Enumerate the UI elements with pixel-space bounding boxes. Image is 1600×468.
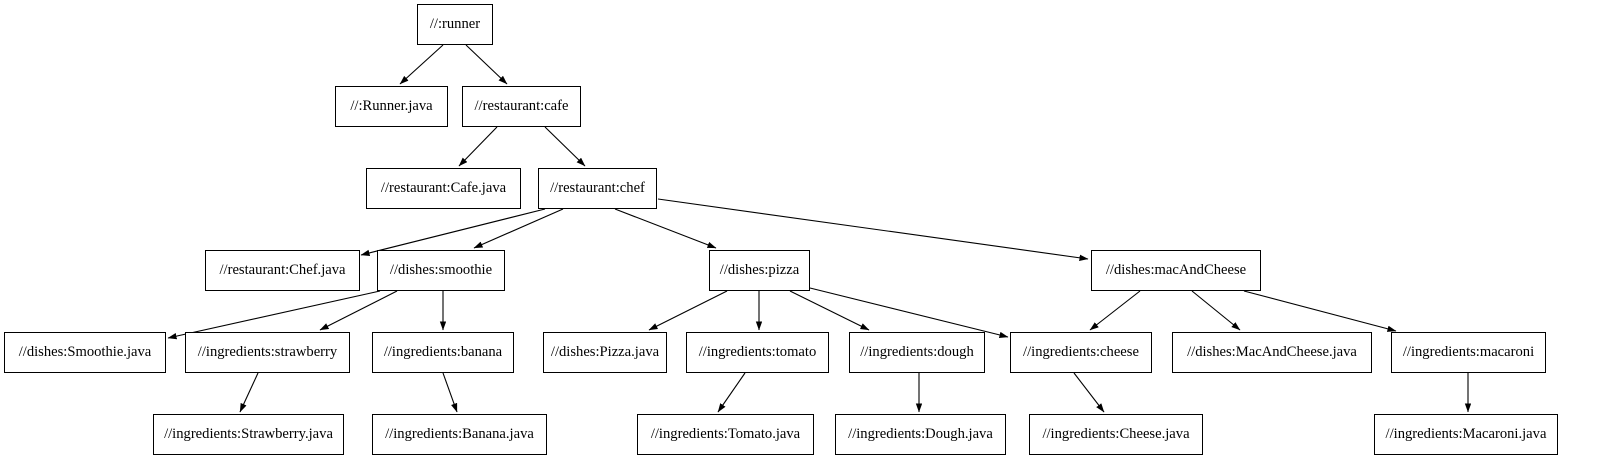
graph-node-label: //restaurant:Cafe.java: [380, 180, 507, 197]
graph-node-label: //ingredients:Strawberry.java: [164, 426, 333, 443]
graph-node-ing_tomato[interactable]: //ingredients:tomato: [686, 332, 829, 373]
graph-node-label: //restaurant:cafe: [474, 98, 569, 115]
graph-node-label: //ingredients:dough: [860, 344, 974, 361]
graph-node-runner_java[interactable]: //:Runner.java: [335, 86, 448, 127]
graph-edge-runner-to-restaurant_cafe: [465, 44, 508, 85]
graph-node-label: //ingredients:Banana.java: [385, 426, 534, 443]
graph-node-label: //restaurant:chef: [550, 180, 645, 197]
graph-edge-dishes_mac-to-mac_java: [1191, 290, 1241, 331]
graph-node-cafe_java[interactable]: //restaurant:Cafe.java: [366, 168, 521, 209]
graph-node-label: //restaurant:Chef.java: [219, 262, 346, 279]
graph-edge-dishes_pizza-to-ing_cheese: [809, 287, 1009, 339]
graph-edge-runner-to-runner_java: [399, 44, 444, 85]
graph-edge-restaurant_cafe-to-cafe_java: [458, 126, 498, 167]
graph-node-label: //dishes:Pizza.java: [550, 344, 660, 361]
graph-edge-dishes_mac-to-ing_macaroni: [1243, 290, 1397, 332]
graph-node-label: //:runner: [429, 16, 481, 33]
graph-edge-restaurant_chef-to-chef_java: [360, 208, 546, 257]
graph-node-ing_macaroni[interactable]: //ingredients:macaroni: [1391, 332, 1546, 373]
graph-node-label: //ingredients:Macaroni.java: [1385, 426, 1547, 443]
graph-node-ing_cheese[interactable]: //ingredients:cheese: [1010, 332, 1152, 373]
graph-node-label: //ingredients:cheese: [1023, 344, 1139, 361]
graph-edge-restaurant_chef-to-dishes_pizza: [614, 208, 717, 249]
graph-node-label: //ingredients:strawberry: [197, 344, 338, 361]
graph-node-label: //dishes:MacAndCheese.java: [1187, 344, 1357, 361]
graph-node-label: //ingredients:macaroni: [1402, 344, 1535, 361]
graph-edge-dishes_smoothie-to-smoothie_java: [167, 290, 381, 340]
graph-node-tomato_java[interactable]: //ingredients:Tomato.java: [637, 414, 814, 455]
graph-edge-ing_strawberry-to-strawberry_java: [239, 372, 259, 413]
graph-node-dishes_mac[interactable]: //dishes:macAndCheese: [1091, 250, 1261, 291]
graph-node-strawberry_java[interactable]: //ingredients:Strawberry.java: [153, 414, 344, 455]
graph-node-ing_strawberry[interactable]: //ingredients:strawberry: [185, 332, 350, 373]
graph-node-label: //dishes:pizza: [719, 262, 800, 279]
graph-node-label: //ingredients:tomato: [698, 344, 817, 361]
graph-node-dishes_pizza[interactable]: //dishes:pizza: [709, 250, 810, 291]
graph-node-runner[interactable]: //:runner: [417, 4, 493, 45]
graph-node-macaroni_java[interactable]: //ingredients:Macaroni.java: [1374, 414, 1558, 455]
graph-node-ing_banana[interactable]: //ingredients:banana: [372, 332, 514, 373]
graph-edge-restaurant_cafe-to-restaurant_chef: [544, 126, 586, 167]
graph-edge-dishes_pizza-to-pizza_java: [648, 290, 728, 331]
graph-node-restaurant_cafe[interactable]: //restaurant:cafe: [462, 86, 581, 127]
graph-node-banana_java[interactable]: //ingredients:Banana.java: [372, 414, 547, 455]
graph-node-dough_java[interactable]: //ingredients:Dough.java: [835, 414, 1006, 455]
graph-node-restaurant_chef[interactable]: //restaurant:chef: [538, 168, 657, 209]
graph-node-ing_dough[interactable]: //ingredients:dough: [849, 332, 985, 373]
graph-node-label: //ingredients:Cheese.java: [1042, 426, 1190, 443]
graph-node-label: //ingredients:Dough.java: [848, 426, 993, 443]
graph-node-label: //:Runner.java: [350, 98, 433, 115]
graph-node-mac_java[interactable]: //dishes:MacAndCheese.java: [1172, 332, 1372, 373]
graph-node-pizza_java[interactable]: //dishes:Pizza.java: [543, 332, 667, 373]
graph-edge-ing_tomato-to-tomato_java: [717, 372, 746, 413]
graph-node-cheese_java[interactable]: //ingredients:Cheese.java: [1029, 414, 1203, 455]
graph-edge-restaurant_chef-to-dishes_smoothie: [473, 208, 564, 249]
graph-node-chef_java[interactable]: //restaurant:Chef.java: [205, 250, 360, 291]
graph-node-label: //dishes:macAndCheese: [1105, 262, 1247, 279]
graph-edge-ing_banana-to-banana_java: [442, 372, 458, 413]
graph-node-dishes_smoothie[interactable]: //dishes:smoothie: [377, 250, 505, 291]
graph-edge-ing_cheese-to-cheese_java: [1073, 372, 1105, 413]
graph-edge-dishes_smoothie-to-ing_strawberry: [319, 290, 398, 331]
graph-edge-dishes_mac-to-ing_cheese: [1089, 290, 1141, 331]
graph-node-label: //dishes:Smoothie.java: [18, 344, 152, 361]
graph-node-smoothie_java[interactable]: //dishes:Smoothie.java: [4, 332, 166, 373]
graph-edge-dishes_pizza-to-ing_dough: [789, 290, 870, 331]
graph-node-label: //dishes:smoothie: [389, 262, 493, 279]
graph-node-label: //ingredients:banana: [383, 344, 503, 361]
graph-node-label: //ingredients:Tomato.java: [650, 426, 801, 443]
